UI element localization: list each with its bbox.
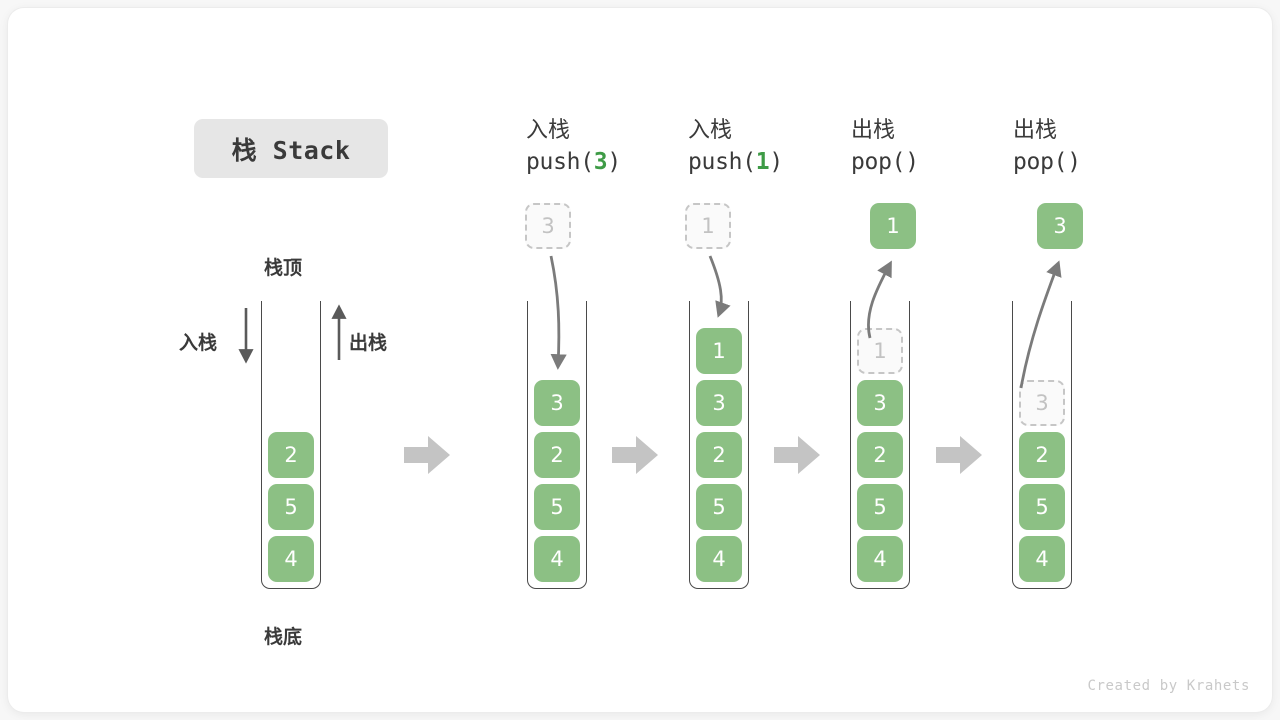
op-header-code: pop() — [1013, 146, 1193, 178]
stack-cell: 3 — [1019, 380, 1065, 426]
op-code-arg: 1 — [755, 149, 770, 175]
stack-cell: 4 — [696, 536, 742, 582]
floating-cell-pop-3: 3 — [1037, 203, 1083, 249]
op-header-push-1: 入栈 push(1) — [688, 116, 868, 178]
stack-container-pop-1 — [850, 301, 910, 589]
stack-cell: 5 — [1019, 484, 1065, 530]
stack-container-initial — [261, 301, 321, 589]
watermark-credit: Created by Krahets — [1087, 678, 1250, 694]
op-code-suffix: ) — [769, 149, 783, 175]
floating-cell-pop-1: 1 — [870, 203, 916, 249]
stack-bottom-label: 栈底 — [264, 626, 303, 648]
op-header-cn: 入栈 — [688, 118, 733, 143]
push-direction-label: 入栈 — [179, 332, 218, 354]
stack-cell: 2 — [268, 432, 314, 478]
stack-cell: 2 — [857, 432, 903, 478]
stack-cell: 5 — [268, 484, 314, 530]
stack-cell: 4 — [268, 536, 314, 582]
stack-cell: 4 — [534, 536, 580, 582]
stack-container-push-3 — [527, 301, 587, 589]
op-header-code: push(1) — [688, 146, 868, 178]
diagram-title-text: 栈 Stack — [231, 135, 351, 165]
stack-cell: 1 — [857, 328, 903, 374]
stack-cell: 2 — [534, 432, 580, 478]
stack-cell: 2 — [1019, 432, 1065, 478]
stack-cell: 5 — [857, 484, 903, 530]
flow-arrow-icon — [404, 433, 450, 477]
stack-container-pop-3 — [1012, 301, 1072, 589]
stack-cell: 2 — [696, 432, 742, 478]
op-header-cn: 出栈 — [1013, 118, 1058, 143]
op-code-suffix: ) — [607, 149, 621, 175]
pop-direction-label: 出栈 — [349, 332, 388, 354]
stack-cell: 3 — [534, 380, 580, 426]
diagram-card: 栈 Stack 栈顶 栈底 入栈 出栈 入栈 push(3) 入栈 push(1… — [8, 8, 1272, 712]
stack-cell: 5 — [534, 484, 580, 530]
floating-cell-push-1: 1 — [685, 203, 731, 249]
stack-top-label: 栈顶 — [264, 257, 303, 279]
stack-cell: 4 — [857, 536, 903, 582]
op-code-prefix: pop( — [1013, 149, 1068, 175]
op-header-code: pop() — [851, 146, 1031, 178]
op-code-prefix: push( — [526, 149, 594, 175]
op-code-arg: 3 — [593, 149, 608, 175]
op-code-suffix: ) — [905, 149, 919, 175]
arrow-overlay — [238, 255, 1062, 389]
op-header-pop-1: 出栈 pop() — [851, 116, 1031, 178]
floating-cell-push-3: 3 — [525, 203, 571, 249]
op-header-push-3: 入栈 push(3) — [526, 116, 706, 178]
op-header-cn: 出栈 — [851, 118, 896, 143]
op-header-pop-3: 出栈 pop() — [1013, 116, 1193, 178]
op-code-prefix: push( — [688, 149, 756, 175]
op-code-prefix: pop( — [851, 149, 906, 175]
flow-arrow-icon — [612, 433, 658, 477]
flow-arrow-icon — [774, 433, 820, 477]
stack-cell: 3 — [857, 380, 903, 426]
flow-arrow-icon — [936, 433, 982, 477]
op-code-suffix: ) — [1067, 149, 1081, 175]
stack-container-push-1 — [689, 301, 749, 589]
stack-cell: 1 — [696, 328, 742, 374]
op-header-cn: 入栈 — [526, 118, 571, 143]
stack-cell: 3 — [696, 380, 742, 426]
diagram-title-badge: 栈 Stack — [194, 119, 388, 178]
stack-cell: 5 — [696, 484, 742, 530]
stack-cell: 4 — [1019, 536, 1065, 582]
op-header-code: push(3) — [526, 146, 706, 178]
